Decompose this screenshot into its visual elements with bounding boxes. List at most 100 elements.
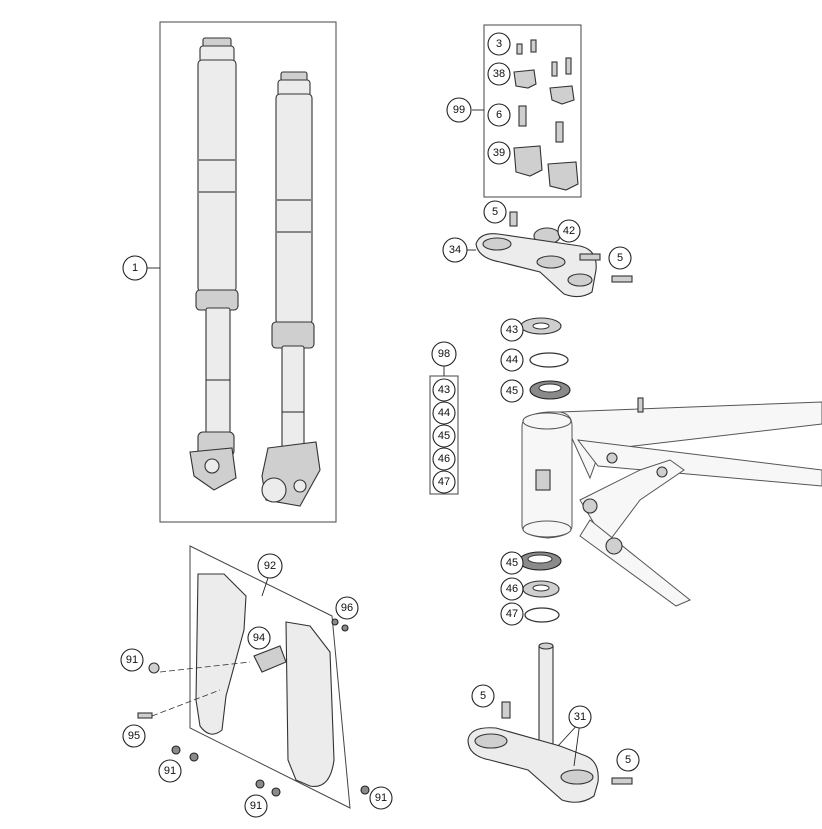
upper-bearing-stack: 43 44 45 (500, 317, 571, 403)
callout-91-b[interactable]: 91 (158, 759, 182, 783)
callout-6[interactable]: 6 (487, 103, 511, 127)
kit-item-44[interactable]: 44 (432, 401, 456, 425)
kit-item-47-label: 47 (438, 476, 450, 488)
callout-96[interactable]: 96 (335, 596, 359, 620)
lower-triple-clamp-group: 5 31 5 (467, 642, 640, 803)
upper-triple-clamp (475, 233, 597, 298)
clamp-38-b (549, 85, 575, 105)
kit-item-45[interactable]: 45 (432, 424, 456, 448)
callout-45-lower[interactable]: 45 (500, 551, 524, 575)
right-fork-leg (261, 71, 321, 507)
bolt-set-3 (516, 39, 572, 77)
fork-guard-frame (189, 545, 351, 809)
callout-1[interactable]: 1 (122, 255, 148, 281)
callout-46[interactable]: 46 (500, 577, 524, 601)
screw-91-a (148, 662, 160, 674)
o-ring-47 (524, 607, 560, 623)
callout-45-upper[interactable]: 45 (500, 379, 524, 403)
callout-5-top[interactable]: 5 (483, 200, 507, 224)
callout-98[interactable]: 98 (431, 341, 457, 367)
callout-39-label: 39 (493, 147, 505, 159)
callout-39[interactable]: 39 (487, 141, 511, 165)
kit-item-44-label: 44 (438, 407, 450, 419)
callout-6-label: 6 (496, 109, 502, 121)
callout-91-c[interactable]: 91 (244, 794, 268, 818)
callout-95-label: 95 (128, 730, 140, 742)
fork-group-frame (159, 21, 337, 523)
callout-42[interactable]: 42 (557, 219, 581, 243)
callout-44-label: 44 (506, 354, 518, 366)
upper-triple-clamp-group: 5 42 34 5 (442, 200, 633, 298)
fork-guard-right (285, 621, 335, 788)
clamp-39-b (547, 161, 579, 191)
kit-item-43[interactable]: 43 (432, 378, 456, 402)
left-fork-leg (189, 37, 239, 491)
callout-5-lower-right[interactable]: 5 (616, 748, 640, 772)
callout-92-label: 92 (264, 560, 276, 572)
callout-96-label: 96 (341, 602, 353, 614)
o-ring-44 (529, 352, 569, 368)
callout-95[interactable]: 95 (122, 724, 146, 748)
callout-5-right-label: 5 (617, 252, 623, 264)
callout-38[interactable]: 38 (487, 62, 511, 86)
kit-item-47[interactable]: 47 (432, 470, 456, 494)
callout-34-label: 34 (449, 244, 461, 256)
kit-item-45-label: 45 (438, 430, 450, 442)
callout-45-upper-label: 45 (506, 385, 518, 397)
callout-5-lower-left-label: 5 (480, 690, 486, 702)
fork-guard-group: 92 96 94 91 95 91 91 91 (120, 545, 393, 818)
bolt-5-top (509, 211, 518, 227)
callout-91-a[interactable]: 91 (120, 648, 144, 672)
clamp-38-a (513, 69, 537, 89)
callout-91-d[interactable]: 91 (369, 786, 393, 810)
callout-5-right[interactable]: 5 (608, 246, 632, 270)
bolt-95 (137, 712, 153, 719)
kit-item-46-label: 46 (438, 453, 450, 465)
callout-91-c-label: 91 (250, 800, 262, 812)
kit-item-43-label: 43 (438, 384, 450, 396)
clamp-39-a (513, 145, 543, 177)
callout-1-label: 1 (132, 262, 138, 274)
callout-5-lower-right-label: 5 (625, 754, 631, 766)
callout-3[interactable]: 3 (487, 32, 511, 56)
callout-91-a-label: 91 (126, 654, 138, 666)
fork-guard-left (195, 573, 247, 735)
bolt-5-side-a (579, 253, 601, 261)
callout-44[interactable]: 44 (500, 348, 524, 372)
callout-31-label: 31 (574, 711, 586, 723)
bolt-5-lower-left (501, 701, 511, 719)
bearing-kit-98: 98 43 44 45 46 47 (429, 341, 459, 495)
callout-31[interactable]: 31 (568, 705, 592, 729)
clamp-kit-group: 3 38 99 6 39 (446, 24, 582, 198)
callout-99-label: 99 (453, 104, 465, 116)
callout-99[interactable]: 99 (446, 97, 472, 123)
fork-group: 1 (122, 21, 337, 523)
callout-47[interactable]: 47 (500, 602, 524, 626)
callout-43-label: 43 (506, 324, 518, 336)
brake-line-clamp (253, 645, 287, 673)
bolt-5-side-b (611, 275, 633, 283)
callout-98-label: 98 (438, 348, 450, 360)
clamp-kit-frame (483, 24, 582, 198)
callout-91-d-label: 91 (375, 792, 387, 804)
callout-47-label: 47 (506, 608, 518, 620)
callout-38-label: 38 (493, 68, 505, 80)
kit-item-46[interactable]: 46 (432, 447, 456, 471)
callout-91-b-label: 91 (164, 765, 176, 777)
callout-94-label: 94 (253, 632, 265, 644)
callout-45-lower-label: 45 (506, 557, 518, 569)
frame-steering-head (521, 397, 822, 607)
bolt-6-b (555, 121, 564, 143)
bolt-5-lower-right (611, 777, 633, 785)
callout-5-lower-left[interactable]: 5 (471, 684, 495, 708)
callout-42-label: 42 (563, 225, 575, 237)
lower-bearing-stack: 45 46 47 (500, 551, 562, 626)
bolt-6-a (518, 105, 527, 127)
callout-94[interactable]: 94 (247, 626, 271, 650)
callout-5-top-label: 5 (492, 206, 498, 218)
callout-43[interactable]: 43 (500, 318, 524, 342)
callout-3-label: 3 (496, 38, 502, 50)
callout-34[interactable]: 34 (442, 237, 468, 263)
callout-92[interactable]: 92 (257, 553, 283, 579)
